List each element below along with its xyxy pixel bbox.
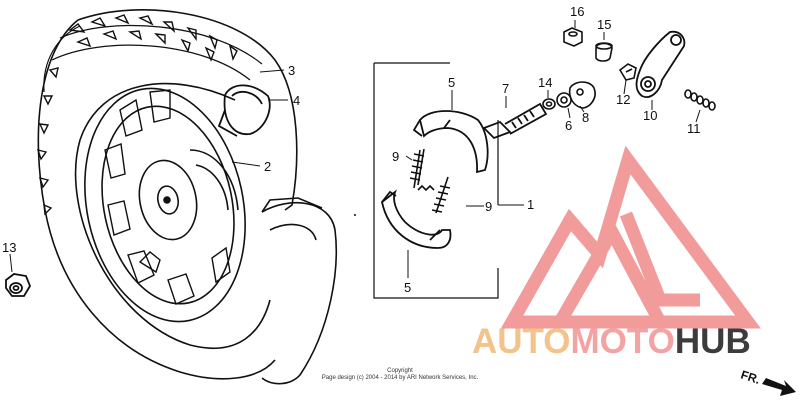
callout-12: 12 xyxy=(616,92,630,107)
callout-15: 15 xyxy=(597,17,611,32)
brake-shoe-box xyxy=(373,62,499,299)
forward-direction-indicator: FR. xyxy=(739,368,796,396)
callout-5-top: 5 xyxy=(448,75,455,90)
wheel-drawing xyxy=(36,9,338,385)
callout-8: 8 xyxy=(582,110,589,125)
callout-9-bottom: 9 xyxy=(485,199,492,214)
callout-11: 11 xyxy=(687,121,701,136)
callout-1: 1 xyxy=(527,197,534,212)
watermark-logo xyxy=(500,145,761,329)
copyright-line-1: Copyright xyxy=(387,368,413,374)
axle-nut-part xyxy=(5,273,32,297)
return-spring-part xyxy=(684,89,716,111)
pin-part xyxy=(595,42,613,62)
forward-arrow-icon xyxy=(762,378,796,396)
bolt-part xyxy=(618,63,637,81)
wheel-spoke-openings xyxy=(104,89,231,305)
copyright-line-2: Page design (c) 2004 - 2014 by ARI Netwo… xyxy=(321,375,479,381)
tire-tube-part xyxy=(217,84,271,137)
callout-3: 3 xyxy=(288,63,295,78)
brake-spring-parts xyxy=(409,148,451,214)
callout-4: 4 xyxy=(293,93,300,108)
brake-arm-part xyxy=(635,30,686,98)
callout-14: 14 xyxy=(538,75,552,90)
seal-washer-indicator-parts xyxy=(542,81,596,110)
watermark-word-auto: AUTO xyxy=(472,322,571,361)
callout-9-top: 9 xyxy=(392,149,399,164)
callout-6: 6 xyxy=(565,118,572,133)
brake-cam-part xyxy=(482,102,548,140)
watermark-wordmark: AUTOMOTOHUB xyxy=(472,322,751,362)
tire-tread-pattern xyxy=(36,14,238,216)
callout-2: 2 xyxy=(264,159,271,174)
watermark-word-hub: HUB xyxy=(674,322,751,361)
callout-16: 16 xyxy=(570,4,584,19)
callout-7: 7 xyxy=(502,81,509,96)
watermark-word-moto: MOTO xyxy=(570,322,675,361)
direction-label: FR. xyxy=(739,368,762,387)
callout-5-bottom: 5 xyxy=(404,280,411,295)
callout-13: 13 xyxy=(2,240,16,255)
callout-10: 10 xyxy=(643,108,657,123)
nut-part xyxy=(563,27,583,47)
copyright-notice: Copyright Page design (c) 2004 - 2014 by… xyxy=(300,368,500,382)
callout-leader-lines xyxy=(9,20,701,278)
brake-shoe-parts xyxy=(381,110,489,249)
